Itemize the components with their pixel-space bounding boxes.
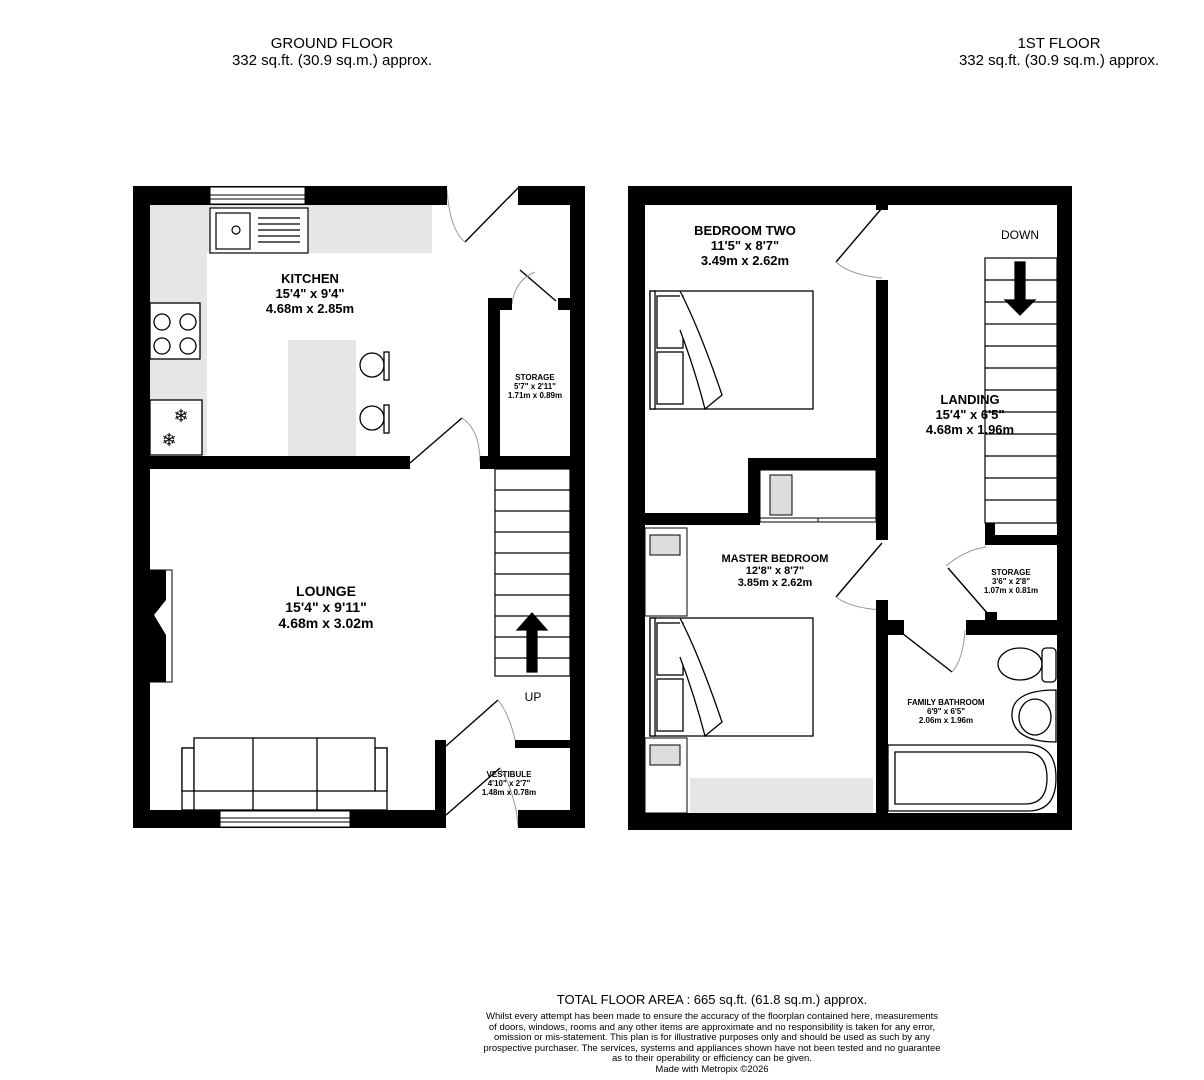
- bed-icon: [649, 290, 814, 738]
- room-metric: 1.07m x 0.81m: [983, 586, 1039, 595]
- room-imperial: 15'4" x 6'5": [935, 407, 1005, 422]
- first-floor-header: 1ST FLOOR 332 sq.ft. (30.9 sq.m.) approx…: [944, 35, 1174, 69]
- room-name: KITCHEN: [281, 271, 339, 286]
- room-name: FAMILY BATHROOM: [907, 698, 985, 707]
- room-metric: 3.85m x 2.62m: [737, 577, 813, 589]
- door-swings: [409, 187, 557, 827]
- fridge-freezer-icon: ❄ ❄: [149, 399, 203, 456]
- disclaimer-line: prospective purchaser. The services, sys…: [483, 1042, 941, 1054]
- stairs-down-label: DOWN: [1001, 228, 1039, 242]
- room-imperial: 4'10" x 2'7": [487, 779, 531, 788]
- room-label-landing: LANDING 15'4" x 6'5" 4.68m x 1.96m: [900, 392, 1040, 437]
- room-imperial: 5'7" x 2'11": [513, 382, 557, 391]
- first-floor-title: 1ST FLOOR: [1017, 35, 1101, 52]
- room-name: LANDING: [940, 392, 1000, 407]
- disclaimer-line: of doors, windows, rooms and any other i…: [488, 1021, 936, 1033]
- ground-floor-title: GROUND FLOOR: [270, 35, 394, 52]
- room-metric: 2.06m x 1.96m: [918, 716, 974, 725]
- room-name: MASTER BEDROOM: [721, 553, 829, 565]
- room-metric: 4.68m x 1.96m: [925, 422, 1015, 437]
- room-label-family-bathroom: FAMILY BATHROOM 6'9" x 6'5" 2.06m x 1.96…: [896, 698, 996, 725]
- svg-text:❄: ❄: [173, 406, 188, 426]
- room-metric: 1.71m x 0.89m: [507, 391, 563, 400]
- hob-icon: [149, 302, 201, 360]
- room-imperial: 3'6" x 2'8": [991, 577, 1031, 586]
- disclaimer: Whilst every attempt has been made to en…: [412, 1011, 1012, 1076]
- total-floor-area: TOTAL FLOOR AREA : 665 sq.ft. (61.8 sq.m…: [556, 992, 868, 1007]
- room-label-master-bedroom: MASTER BEDROOM 12'8" x 8'7" 3.85m x 2.62…: [695, 553, 855, 589]
- room-imperial: 11'5" x 8'7": [710, 238, 780, 253]
- ground-floor-header: GROUND FLOOR 332 sq.ft. (30.9 sq.m.) app…: [222, 35, 442, 69]
- room-label-bedroom-two: BEDROOM TWO 11'5" x 8'7" 3.49m x 2.62m: [670, 223, 820, 268]
- room-label-storage-first: STORAGE 3'6" x 2'8" 1.07m x 0.81m: [976, 568, 1046, 595]
- disclaimer-line: as to their operability or efficiency ca…: [612, 1053, 812, 1065]
- disclaimer-line: omission or mis-statement. This plan is …: [494, 1032, 930, 1044]
- wardrobes: [644, 469, 877, 814]
- ground-floor-area: 332 sq.ft. (30.9 sq.m.) approx.: [231, 52, 433, 69]
- stairs-down: [984, 257, 1058, 524]
- room-name: STORAGE: [991, 568, 1031, 577]
- room-metric: 1.48m x 0.78m: [481, 788, 537, 797]
- disclaimer-line: Whilst every attempt has been made to en…: [485, 1011, 939, 1022]
- room-name: VESTIBULE: [486, 770, 532, 779]
- bar-stools-icon: [359, 351, 390, 434]
- room-imperial: 15'4" x 9'11": [285, 599, 367, 615]
- room-imperial: 6'9" x 6'5": [926, 707, 966, 716]
- room-metric: 4.68m x 2.85m: [265, 301, 355, 316]
- room-imperial: 15'4" x 9'4": [275, 286, 345, 301]
- sink-icon: [209, 207, 309, 254]
- master-worktop: [690, 778, 873, 813]
- room-label-storage-ground: STORAGE 5'7" x 2'11" 1.71m x 0.89m: [500, 373, 570, 400]
- room-name: LOUNGE: [296, 583, 356, 599]
- room-imperial: 12'8" x 8'7": [745, 565, 805, 577]
- fireplace-icon: [149, 569, 173, 683]
- stairs-up-label: UP: [524, 690, 542, 704]
- bathroom-fixtures: [887, 647, 1057, 812]
- svg-text:❄: ❄: [161, 430, 176, 450]
- stairs-up: [494, 468, 571, 677]
- credit: Made with Metropix ©2026: [655, 1063, 769, 1075]
- room-metric: 4.68m x 3.02m: [278, 615, 374, 631]
- room-metric: 3.49m x 2.62m: [700, 253, 790, 268]
- first-floor-area: 332 sq.ft. (30.9 sq.m.) approx.: [958, 52, 1160, 69]
- room-name: BEDROOM TWO: [694, 223, 796, 238]
- sofa-icon: [181, 737, 388, 811]
- room-label-lounge: LOUNGE 15'4" x 9'11" 4.68m x 3.02m: [246, 583, 406, 631]
- room-label-kitchen: KITCHEN 15'4" x 9'4" 4.68m x 2.85m: [240, 271, 380, 316]
- room-label-vestibule: VESTIBULE 4'10" x 2'7" 1.48m x 0.78m: [474, 770, 544, 797]
- first-floor-walls: [628, 186, 1072, 830]
- room-name: STORAGE: [515, 373, 555, 382]
- first-floor-door-swings: [835, 207, 996, 673]
